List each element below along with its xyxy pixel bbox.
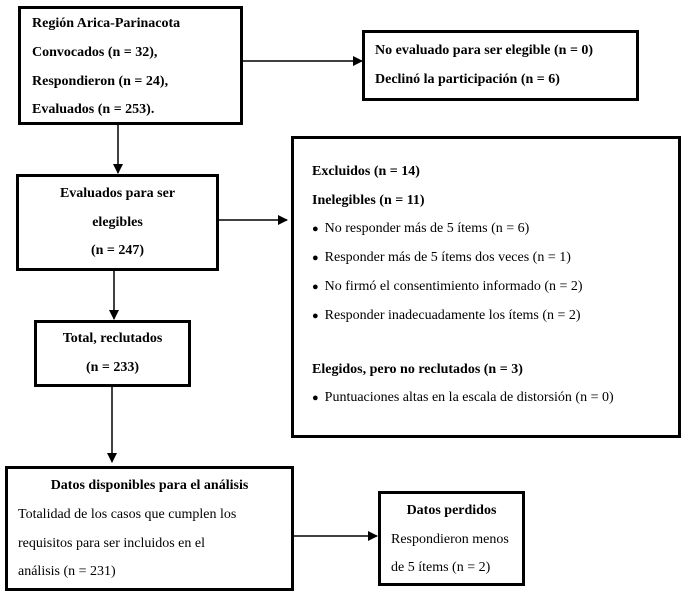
analysis-line2: requisitos para ser incluidos en el (18, 536, 206, 551)
eligibility-line1: Evaluados para ser (59, 186, 176, 201)
list-item-text: Responder inadecuadamente los ítems (n =… (324, 308, 581, 323)
region-box: Región Arica-Parinacota Convocados (n = … (18, 6, 243, 125)
analysis-title: Datos disponibles para el análisis (50, 478, 249, 493)
lost-title: Datos perdidos (406, 503, 497, 518)
region-convocados: Convocados (n = 32), (32, 45, 158, 60)
not-evaluated-line1: No evaluado para ser elegible (n = 0) (375, 43, 594, 58)
region-respondieron: Respondieron (n = 24), (32, 74, 169, 89)
list-item: ● No responder más de 5 ítems (n = 6) (312, 221, 529, 237)
recruited-count: (n = 233) (85, 360, 140, 375)
bullet-icon: ● (312, 281, 319, 293)
list-item-text: No firmó el consentimiento informado (n … (324, 279, 583, 294)
lost-line1: Respondieron menos (391, 532, 509, 547)
recruited-box: Total, reclutados (n = 233) (34, 320, 191, 387)
bullet-icon: ● (312, 310, 319, 322)
region-title: Región Arica-Parinacota (32, 16, 181, 31)
excluded-box: Excluidos (n = 14) Inelegibles (n = 11) … (291, 136, 681, 438)
bullet-icon: ● (312, 392, 319, 404)
lost-line2: de 5 ítems (n = 2) (391, 560, 491, 575)
eligibility-line2: elegibles (92, 215, 143, 230)
excluded-title: Excluidos (n = 14) (312, 164, 420, 179)
eligibility-box: Evaluados para ser elegibles (n = 247) (16, 174, 219, 271)
elected-title: Elegidos, pero no reclutados (n = 3) (312, 362, 523, 377)
not-evaluated-box: No evaluado para ser elegible (n = 0) De… (362, 30, 639, 101)
region-evaluados: Evaluados (n = 253). (32, 102, 155, 117)
ineligible-title: Inelegibles (n = 11) (312, 193, 425, 208)
list-item-text: Responder más de 5 ítems dos veces (n = … (324, 250, 571, 265)
analysis-line3: análisis (n = 231) (18, 564, 116, 579)
recruited-title: Total, reclutados (62, 331, 163, 346)
list-item: ● Responder más de 5 ítems dos veces (n =… (312, 250, 571, 266)
list-item: ● Responder inadecuadamente los ítems (n … (312, 308, 581, 324)
eligibility-count: (n = 247) (90, 243, 145, 258)
list-item-text: No responder más de 5 ítems (n = 6) (324, 221, 530, 236)
lost-data-box: Datos perdidos Respondieron menos de 5 í… (378, 491, 525, 586)
bullet-icon: ● (312, 252, 319, 264)
bullet-icon: ● (312, 223, 319, 235)
list-item: ● No firmó el consentimiento informado (n… (312, 279, 583, 295)
list-item: ● Puntuaciones altas en la escala de dist… (312, 390, 614, 406)
not-evaluated-line2: Declinó la participación (n = 6) (375, 72, 560, 87)
list-item-text: Puntuaciones altas en la escala de disto… (324, 390, 614, 405)
analysis-box: Datos disponibles para el análisis Total… (5, 466, 294, 591)
analysis-line1: Totalidad de los casos que cumplen los (18, 507, 237, 522)
